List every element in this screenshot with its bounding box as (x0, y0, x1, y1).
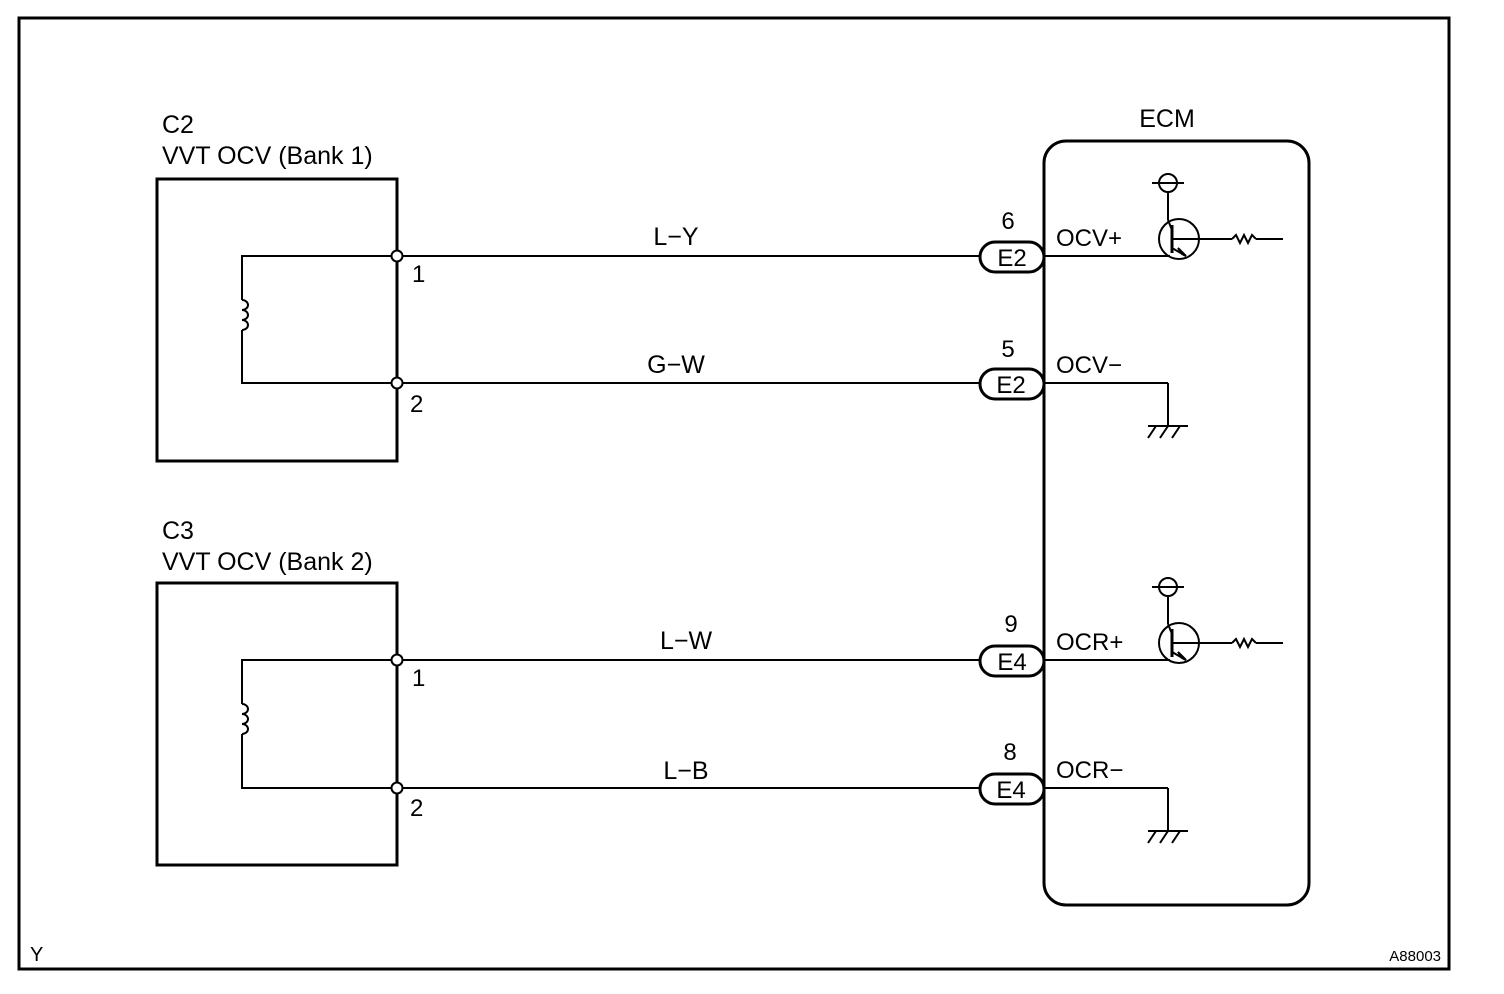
c2-coil-icon (241, 255, 393, 384)
c3-coil-icon (241, 659, 393, 789)
ecm-terminal-name: OCV+ (1056, 225, 1122, 252)
connector-name: E2 (997, 245, 1026, 272)
transistor-icon (1044, 596, 1283, 664)
ecm-pin-number: 5 (1001, 336, 1014, 363)
wire-color-label: G−W (647, 351, 705, 379)
c2-pin1-terminal (390, 249, 404, 263)
wire-color-label: L−W (660, 627, 713, 655)
ecm-pin-number: 9 (1004, 611, 1017, 638)
ecm-box (1042, 139, 1311, 907)
connector-name: E4 (997, 649, 1026, 676)
power-supply-icon (1152, 577, 1184, 597)
c3-pin2-terminal (390, 781, 404, 795)
figure-id: A88003 (1389, 948, 1441, 965)
c2-component-box (155, 177, 399, 463)
ground-icon (1044, 382, 1188, 439)
c2-pin2-terminal (390, 376, 404, 390)
ecm-terminal-name: OCR+ (1056, 629, 1123, 656)
ecm-pin-number: 6 (1001, 208, 1014, 235)
c3-pin1-terminal (390, 653, 404, 667)
c2-pin1-label: 1 (412, 261, 425, 288)
ecm-pin-number: 8 (1003, 739, 1016, 766)
corner-code-left: Y (30, 944, 43, 966)
c3-pin2-label: 2 (410, 795, 423, 822)
connector-name: E2 (996, 372, 1025, 399)
c2-pin2-label: 2 (410, 391, 423, 418)
c3-name: VVT OCV (Bank 2) (162, 548, 373, 576)
wire-color-label: L−B (663, 757, 708, 785)
transistor-icon (1044, 192, 1283, 260)
ground-icon (1044, 787, 1188, 844)
c2-name: VVT OCV (Bank 1) (162, 142, 373, 170)
c3-pin1-label: 1 (412, 665, 425, 692)
c2-id: C2 (162, 111, 194, 139)
connector-name: E4 (996, 777, 1025, 804)
wire-color-label: L−Y (653, 223, 699, 251)
ecm-terminal-name: OCV− (1056, 352, 1122, 379)
power-supply-icon (1152, 173, 1184, 193)
diagram-frame (17, 16, 1451, 971)
ecm-label: ECM (1139, 105, 1195, 133)
ecm-terminal-name: OCR− (1056, 757, 1123, 784)
c3-id: C3 (162, 517, 194, 545)
c3-component-box (155, 581, 399, 867)
